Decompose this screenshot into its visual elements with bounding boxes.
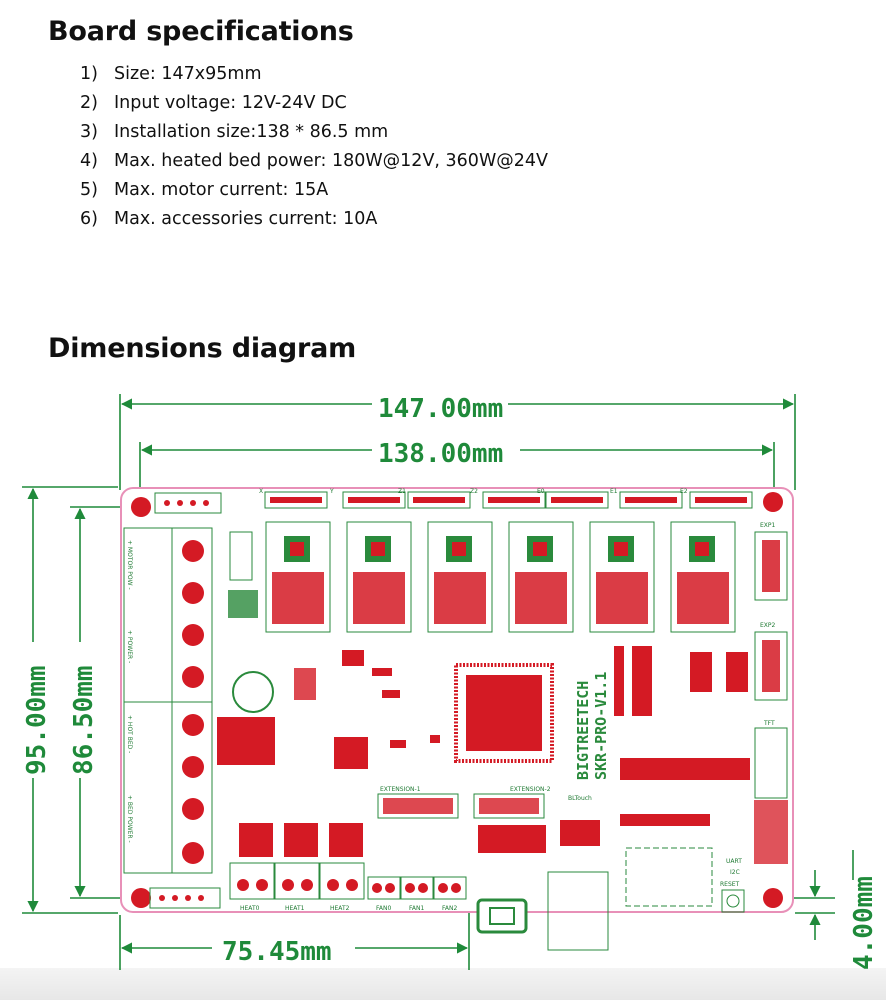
label-brand: BIGTREETECH: [574, 681, 592, 780]
label-fan0: FAN0: [376, 905, 391, 912]
heater-fan-connectors: [229, 862, 467, 900]
label-axis-e2: E2: [680, 488, 688, 495]
usb-b-connector: [476, 898, 528, 934]
dim-147: 147.00mm: [378, 394, 503, 424]
mount-hole: [763, 888, 783, 908]
label-power: + POWER -: [126, 630, 133, 663]
label-axis-y: Y: [329, 488, 334, 495]
mount-hole: [131, 888, 151, 908]
small-components: [372, 646, 750, 853]
label-hot-bed: + HOT BED -: [126, 715, 133, 753]
dim-95: 95.00mm: [22, 665, 52, 775]
label-heat0: HEAT0: [240, 905, 260, 912]
dimensions-heading: Dimensions diagram: [48, 333, 357, 364]
label-axis-x: X: [259, 488, 263, 495]
label-fan2: FAN2: [442, 905, 457, 912]
spec-item: 3)Installation size:138 * 86.5 mm: [80, 122, 389, 142]
specs-list: 1)Size: 147x95mm 2)Input voltage: 12V-24…: [80, 64, 548, 238]
label-axis-e0: E0: [537, 488, 545, 495]
label-uart: UART: [726, 858, 742, 865]
label-i2c: I2C: [730, 869, 740, 876]
dim-4: 4.00mm: [849, 876, 879, 970]
dim-138: 138.00mm: [378, 439, 503, 469]
board-specs-heading: Board specifications: [48, 16, 354, 47]
label-fan1: FAN1: [409, 905, 424, 912]
label-reset: RESET: [720, 881, 740, 888]
label-bed-power: + BED POWER -: [126, 795, 133, 843]
label-axis-e1: E1: [610, 488, 618, 495]
page-footer-band: [0, 968, 886, 1000]
label-motor-pow: + MOTOR POW -: [126, 540, 133, 590]
spec-item: 2)Input voltage: 12V-24V DC: [80, 93, 347, 113]
label-extension-2: EXTENSION-2: [510, 786, 551, 793]
label-heat2: HEAT2: [330, 905, 350, 912]
label-axis-z1: Z1: [398, 488, 406, 495]
label-model: SKR-PRO-V1.1: [592, 672, 610, 780]
spec-item: 6)Max. accessories current: 10A: [80, 209, 378, 229]
stepper-drivers: [265, 521, 736, 633]
label-exp2: EXP2: [760, 622, 776, 629]
mount-hole: [763, 492, 783, 512]
driver-headers: [264, 491, 753, 509]
label-bltouch: BLTouch: [568, 795, 592, 802]
label-axis-z2: Z2: [470, 488, 478, 495]
spec-item: 1)Size: 147x95mm: [80, 64, 262, 84]
dimensions-diagram: 147.00mm 138.00mm 95.00mm 86.50mm 75.45m…: [22, 394, 879, 970]
usb-a-connector: [547, 871, 609, 951]
label-exp1: EXP1: [760, 522, 776, 529]
spec-item: 5)Max. motor current: 15A: [80, 180, 329, 200]
power-terminals: [182, 540, 204, 864]
dim-86-5: 86.50mm: [69, 665, 99, 775]
mount-hole: [131, 497, 151, 517]
label-heat1: HEAT1: [285, 905, 305, 912]
pcb-board: + MOTOR POW - + POWER - + HOT BED - + BE…: [120, 487, 794, 951]
spec-item: 4)Max. heated bed power: 180W@12V, 360W@…: [80, 151, 548, 171]
label-extension-1: EXTENSION-1: [380, 786, 421, 793]
label-tft: TFT: [763, 720, 775, 727]
dim-75-45: 75.45mm: [222, 937, 332, 967]
dimension-lines: [22, 394, 854, 970]
